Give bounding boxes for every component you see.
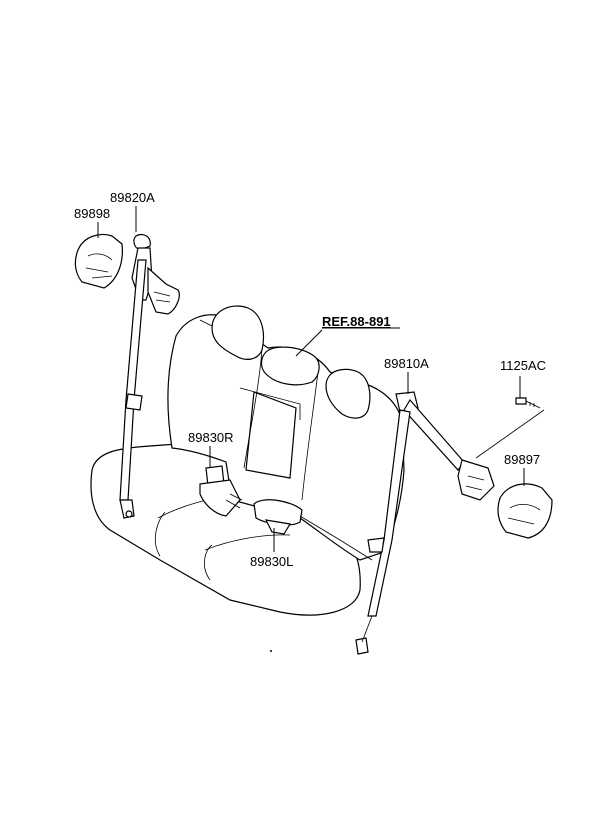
buckle-89830R <box>199 465 243 517</box>
trim-cover-89897 <box>497 483 553 539</box>
label-ref-88-891: REF.88-891 <box>322 314 391 329</box>
headrest-left <box>199 305 265 360</box>
label-89810A: 89810A <box>384 356 429 371</box>
label-89830R: 89830R <box>188 430 234 445</box>
seat-back <box>167 314 405 561</box>
right-seat-belt-89810A <box>355 391 495 655</box>
bolt-1125AC <box>475 397 545 459</box>
label-89820A: 89820A <box>110 190 155 205</box>
headrest-center <box>260 346 320 386</box>
label-89898: 89898 <box>74 206 110 221</box>
headrest-right <box>325 368 371 419</box>
buckle-89830L <box>253 499 373 561</box>
label-1125AC: 1125AC <box>500 358 546 373</box>
left-seat-belt-89820A <box>119 233 180 519</box>
label-89830L: 89830L <box>250 554 293 569</box>
label-89897: 89897 <box>504 452 540 467</box>
stray-dot <box>270 650 272 652</box>
leader-lines <box>97 206 525 552</box>
trim-cover-89898 <box>74 233 123 289</box>
